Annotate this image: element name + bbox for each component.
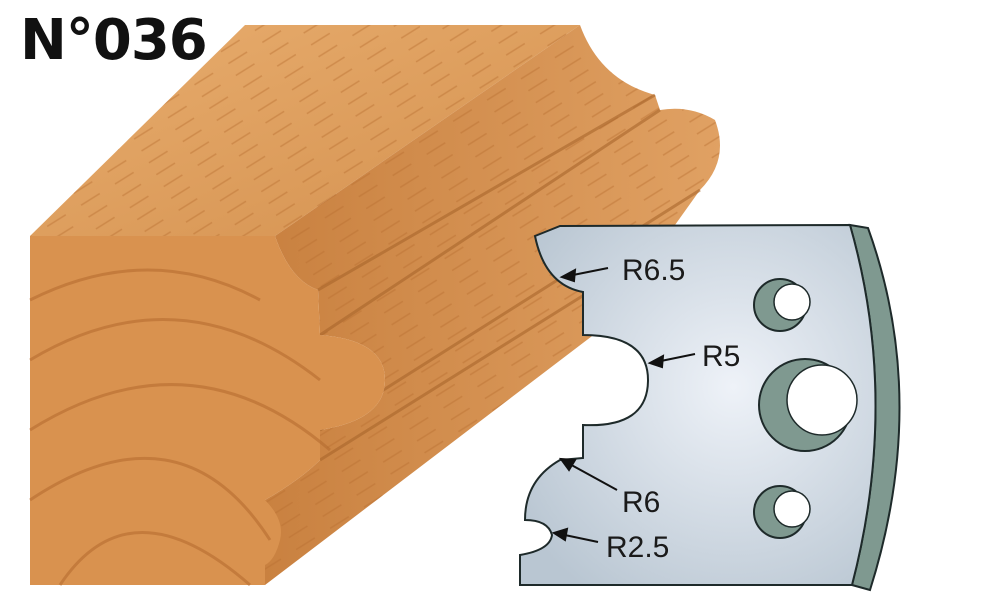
radius-label-r5: R5 (702, 340, 740, 373)
profile-number-title: N°036 (20, 8, 208, 73)
mounting-holes (753, 278, 858, 539)
radius-label-r2-5: R2.5 (606, 531, 669, 564)
radius-label-r6-5: R6.5 (622, 254, 685, 287)
radius-label-r6: R6 (622, 486, 660, 519)
wood-moulding (29, 25, 720, 587)
arrow-r6 (565, 461, 618, 491)
cutter-knife: R6.5 R5 R6 R2.5 (519, 223, 901, 592)
